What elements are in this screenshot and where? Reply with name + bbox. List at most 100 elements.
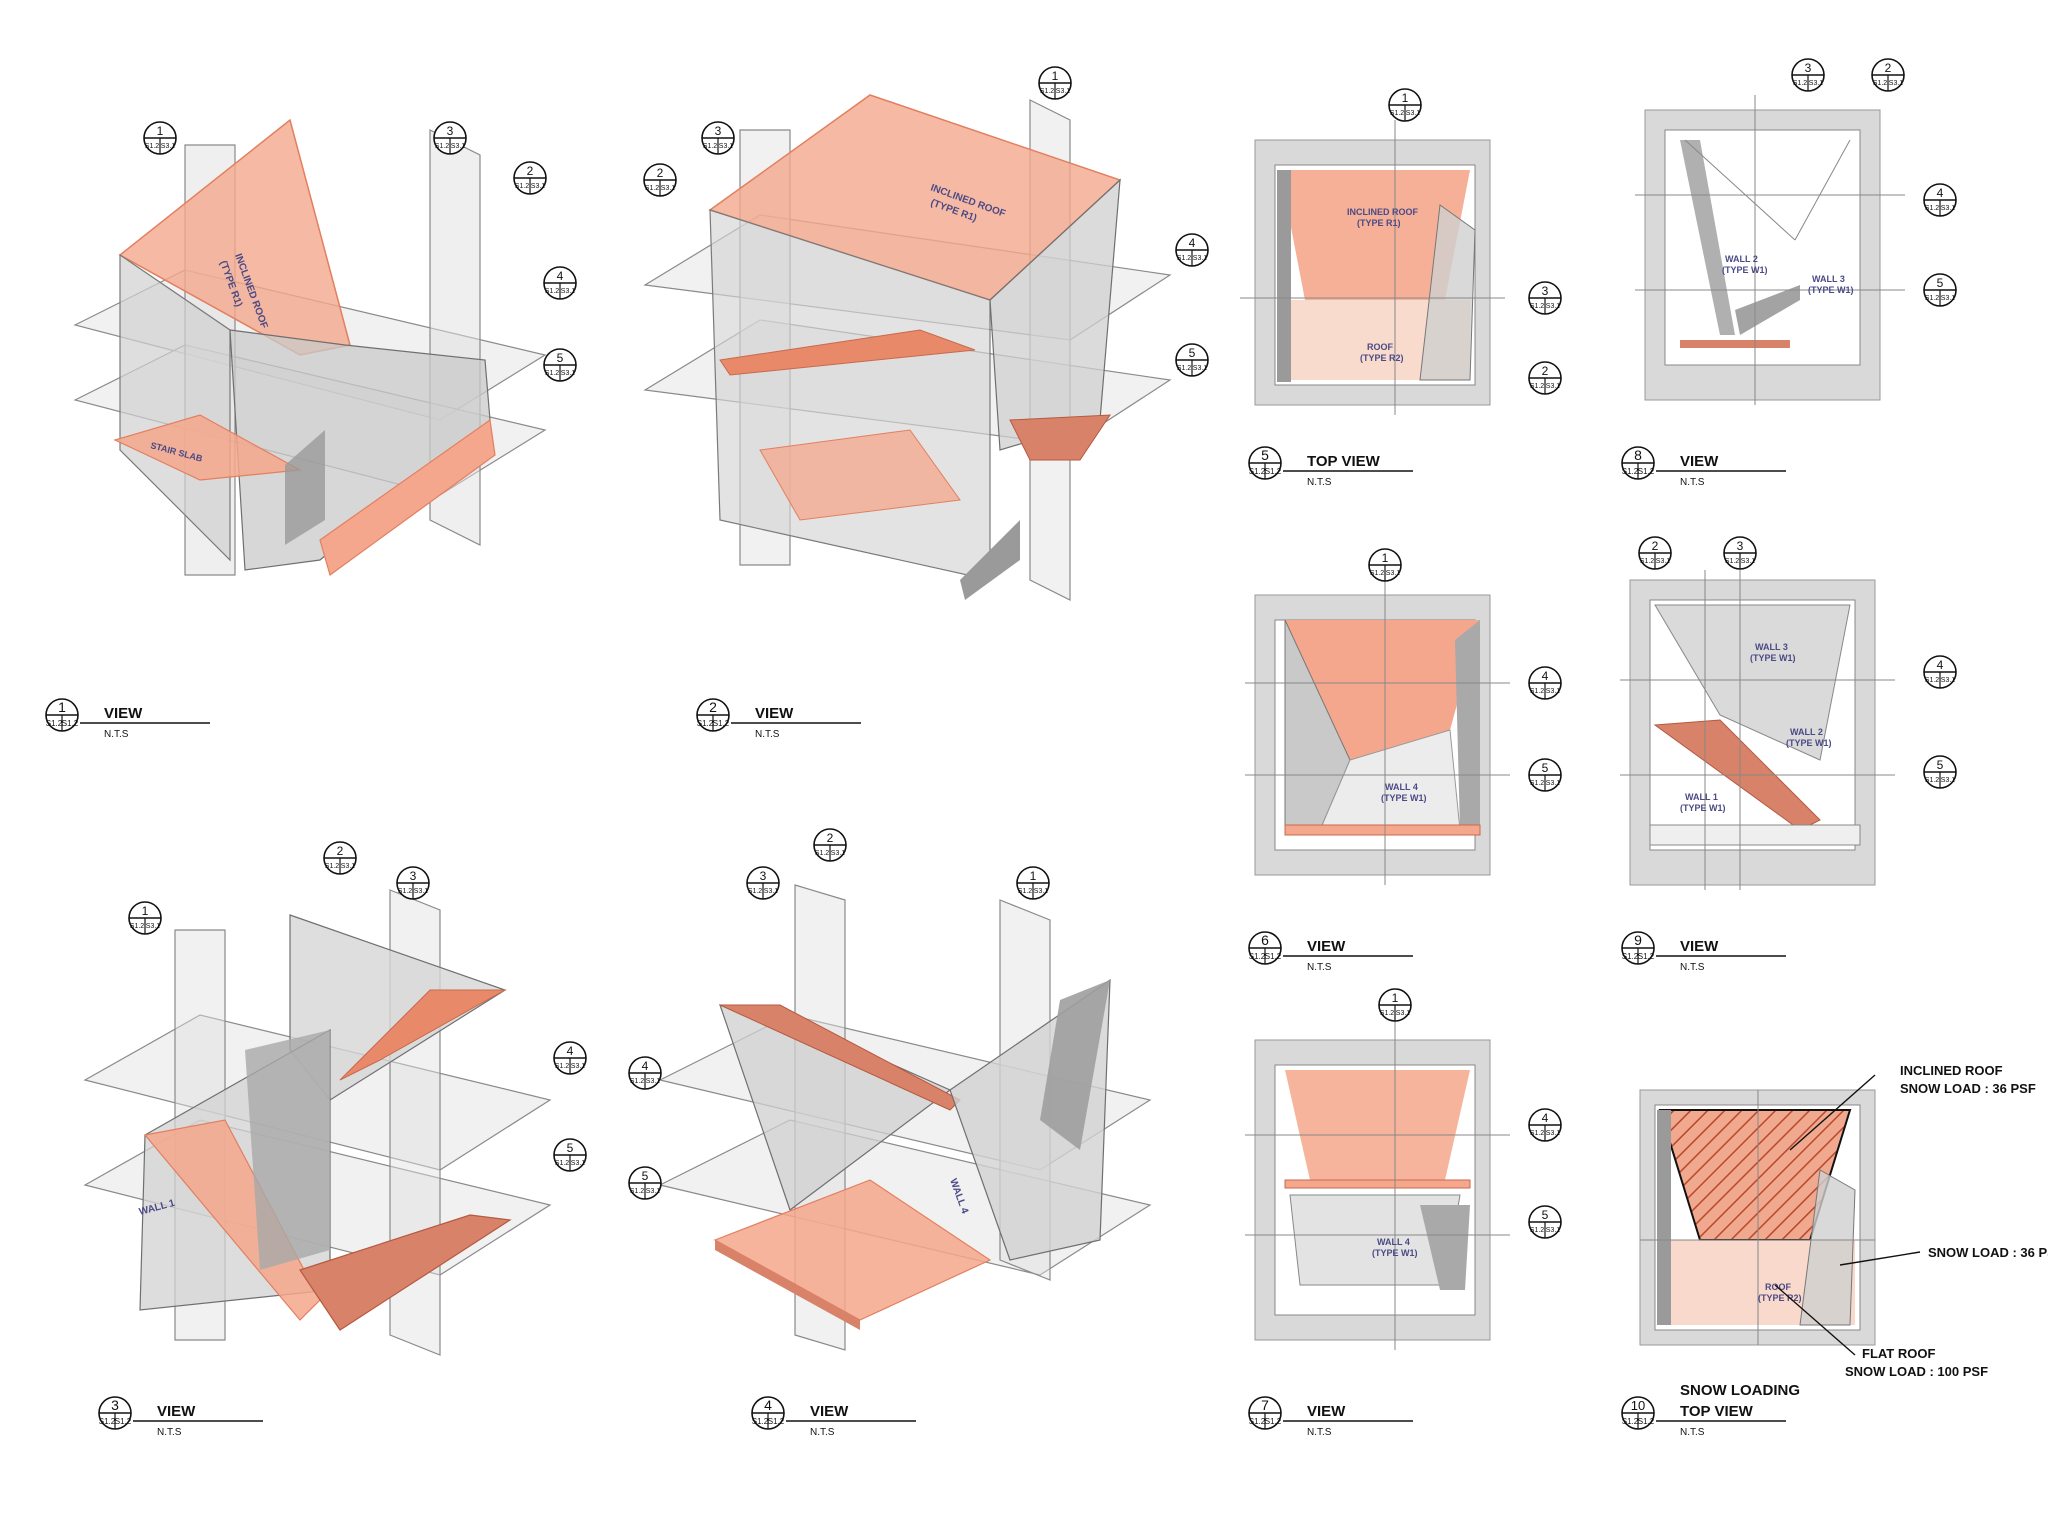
- view-number: 3: [111, 1397, 119, 1413]
- svg-text:S1.2: S1.2: [1925, 295, 1940, 302]
- view-title-line1: SNOW LOADING: [1680, 1382, 1800, 1399]
- svg-text:S3.1: S3.1: [1656, 558, 1671, 565]
- note-flat-roof: FLAT ROOF: [1862, 1346, 1935, 1361]
- note-inclined-roof: INCLINED ROOF: [1900, 1063, 2003, 1078]
- svg-text:S1.2: S1.2: [46, 719, 63, 728]
- svg-text:1: 1: [1402, 91, 1409, 105]
- svg-text:S3.1: S3.1: [341, 863, 356, 870]
- svg-text:S1.2: S1.2: [1925, 205, 1940, 212]
- view-title: VIEW: [104, 705, 143, 722]
- label-type-w1-v9c: (TYPE W1): [1680, 803, 1726, 813]
- view-number: 9: [1634, 932, 1642, 948]
- svg-text:S1.2: S1.2: [1530, 688, 1545, 695]
- svg-text:S1.2: S1.2: [545, 370, 560, 377]
- view-scale: N.T.S: [810, 1427, 835, 1438]
- view-1-drawing: INCLINED ROOF (TYPE R1) STAIR SLAB: [73, 118, 547, 576]
- svg-text:S3.1: S3.1: [1546, 780, 1561, 787]
- svg-text:4: 4: [1542, 1111, 1549, 1125]
- svg-text:2: 2: [1885, 61, 1892, 75]
- svg-text:S3.1: S3.1: [1386, 570, 1401, 577]
- svg-text:5: 5: [557, 351, 564, 365]
- label-type-w1-v8: (TYPE W1): [1722, 265, 1768, 275]
- view-scale: N.T.S: [1680, 477, 1705, 488]
- svg-text:S3.1: S3.1: [831, 850, 846, 857]
- view-number: 1: [58, 699, 66, 715]
- svg-text:S1.2: S1.2: [62, 719, 79, 728]
- view-title-3: 3 S1.2 S1.2 VIEW N.T.S: [98, 1396, 263, 1438]
- view-scale: N.T.S: [157, 1427, 182, 1438]
- svg-text:S1.2: S1.2: [115, 1417, 132, 1426]
- svg-text:1: 1: [1382, 551, 1389, 565]
- svg-text:1: 1: [157, 124, 164, 138]
- view-scale: N.T.S: [1680, 962, 1705, 973]
- svg-text:S3.1: S3.1: [1546, 383, 1561, 390]
- view-scale: N.T.S: [1307, 477, 1332, 488]
- view-title-line2: TOP VIEW: [1680, 1403, 1754, 1420]
- label-wall-2-v9: WALL 2: [1790, 727, 1823, 737]
- svg-text:S1.2: S1.2: [1925, 677, 1940, 684]
- view-scale: N.T.S: [1307, 962, 1332, 973]
- svg-text:S3.1: S3.1: [1056, 88, 1071, 95]
- svg-text:1: 1: [1030, 869, 1037, 883]
- view-title: VIEW: [1680, 453, 1719, 470]
- svg-text:S1.2: S1.2: [515, 183, 530, 190]
- view-title: VIEW: [1307, 938, 1346, 955]
- label-type-w1-v9b: (TYPE W1): [1786, 738, 1832, 748]
- svg-text:S1.2: S1.2: [1370, 570, 1385, 577]
- svg-text:S1.2: S1.2: [1793, 80, 1808, 87]
- view-2-drawing: INCLINED ROOF (TYPE R1): [643, 94, 1172, 601]
- svg-text:S1.2: S1.2: [1530, 1130, 1545, 1137]
- svg-text:S3.1: S3.1: [1546, 1130, 1561, 1137]
- view-5-drawing: INCLINED ROOF (TYPE R1) ROOF (TYPE R2): [1240, 120, 1505, 415]
- svg-text:5: 5: [1542, 1208, 1549, 1222]
- svg-text:S3.1: S3.1: [1741, 558, 1756, 565]
- label-roof-v5: ROOF: [1367, 342, 1394, 352]
- label-wall-3-v9: WALL 3: [1755, 642, 1788, 652]
- svg-text:S3.1: S3.1: [764, 888, 779, 895]
- svg-text:S1.2: S1.2: [697, 719, 714, 728]
- svg-text:S3.1: S3.1: [161, 143, 176, 150]
- view-title-8: 8 S1.2 S1.2 VIEW N.T.S: [1621, 446, 1786, 488]
- label-type-w1-v8b: (TYPE W1): [1808, 285, 1854, 295]
- svg-text:S1.2: S1.2: [630, 1078, 645, 1085]
- view-scale: N.T.S: [1680, 1427, 1705, 1438]
- svg-text:S3.1: S3.1: [1941, 205, 1956, 212]
- view-title-6: 6 S1.2 S1.2 VIEW N.T.S: [1248, 931, 1413, 973]
- label-type-w1-v7: (TYPE W1): [1372, 1248, 1418, 1258]
- label-type-r2-v5: (TYPE R2): [1360, 353, 1404, 363]
- svg-text:5: 5: [567, 1141, 574, 1155]
- svg-text:S3.1: S3.1: [1546, 688, 1561, 695]
- svg-text:2: 2: [657, 166, 664, 180]
- view-number: 7: [1261, 1397, 1269, 1413]
- label-type-r2-v10: (TYPE R2): [1758, 1293, 1802, 1303]
- svg-text:S1.2: S1.2: [1390, 110, 1405, 117]
- label-type-r1-v5: (TYPE R1): [1357, 218, 1401, 228]
- svg-text:2: 2: [1652, 539, 1659, 553]
- view-9-drawing: WALL 3 (TYPE W1) WALL 2 (TYPE W1) WALL 1…: [1620, 570, 1895, 890]
- svg-text:3: 3: [1737, 539, 1744, 553]
- svg-text:S1.2: S1.2: [130, 923, 145, 930]
- svg-text:2: 2: [337, 844, 344, 858]
- view-title: VIEW: [1680, 938, 1719, 955]
- svg-text:S1.2: S1.2: [1249, 467, 1266, 476]
- svg-text:S1.2: S1.2: [1177, 365, 1192, 372]
- svg-text:S1.2: S1.2: [752, 1417, 769, 1426]
